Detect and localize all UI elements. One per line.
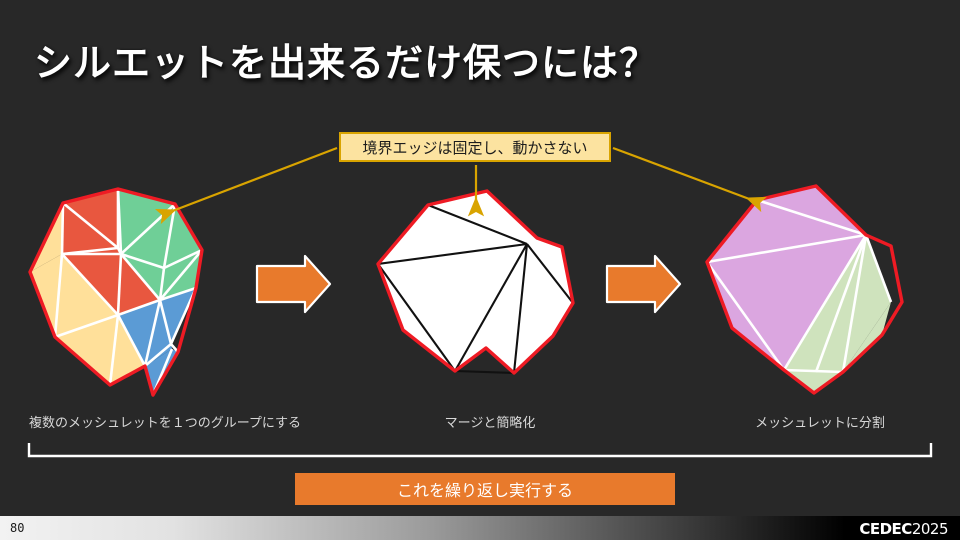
page-number: 80 bbox=[10, 521, 25, 535]
callout-box: 境界エッジは固定し、動かさない bbox=[339, 132, 611, 162]
process-arrow-1 bbox=[255, 254, 332, 314]
slide-footer: 80 CEDEC2025 bbox=[0, 516, 960, 540]
page-title: シルエットを出来るだけ保つには？ bbox=[34, 43, 659, 85]
shape-colored-meshlets bbox=[28, 187, 204, 397]
cedec-logo-name: CEDEC bbox=[859, 520, 912, 538]
caption-step-3: メッシュレットに分割 bbox=[755, 415, 885, 430]
callout-text: 境界エッジは固定し、動かさない bbox=[362, 139, 588, 157]
boundary-edge-middle bbox=[376, 189, 575, 375]
shape-merged-white bbox=[376, 189, 575, 375]
loop-banner: これを繰り返し実行する bbox=[295, 473, 675, 505]
caption-step-2: マージと簡略化 bbox=[444, 415, 536, 430]
caption-step-1: 複数のメッシュレットを１つのグループにする bbox=[28, 415, 302, 430]
boundary-edge-right bbox=[705, 184, 904, 395]
loop-bracket bbox=[27, 443, 933, 458]
process-arrow-2 bbox=[605, 254, 682, 314]
shape-resplit-meshlets bbox=[705, 184, 904, 395]
cedec-logo-year: 2025 bbox=[911, 520, 949, 538]
loop-banner-text: これを繰り返し実行する bbox=[396, 483, 573, 500]
boundary-edge-left bbox=[28, 187, 204, 397]
cedec-logo: CEDEC2025 bbox=[859, 520, 948, 538]
